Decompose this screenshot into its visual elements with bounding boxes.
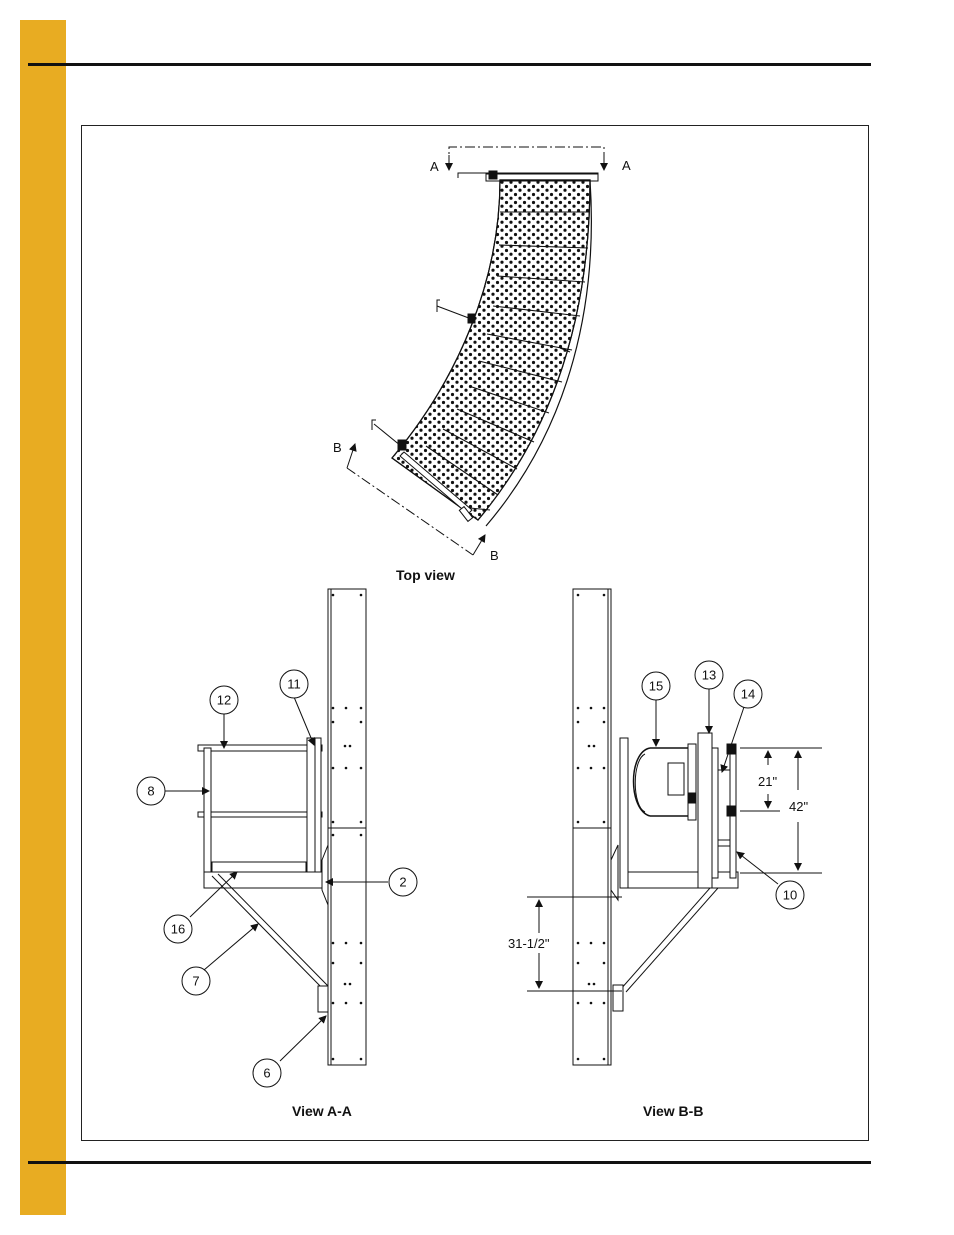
- callout-10-circle: [775, 880, 805, 910]
- callout-12: 12: [217, 693, 231, 708]
- view-bb-labels: 15 13 14 10 21" 42" 31-1/2" View B-B: [508, 668, 808, 1120]
- platform-railing-aa: [197, 737, 329, 906]
- section-line-b: [346, 443, 486, 556]
- view-aa: [136, 588, 418, 1088]
- diagonal-brace-bb: [612, 887, 719, 1012]
- callout-8-circle: [136, 776, 166, 806]
- callout-15: 15: [649, 679, 663, 694]
- callout-7: 7: [192, 974, 199, 989]
- side-accent-bar: [20, 20, 66, 1215]
- sheet-column-aa: [327, 588, 367, 1066]
- callout-16: 16: [171, 922, 185, 937]
- section-label-b-bottom: B: [490, 548, 499, 563]
- view-aa-labels: 12 11 8 2 16 7 6 View A-A: [147, 677, 406, 1120]
- curved-stair-treads: [371, 179, 592, 527]
- section-line-a: [445, 146, 608, 171]
- callout-8: 8: [147, 784, 154, 799]
- callout-13-circle: [694, 660, 724, 690]
- dimension-42in: 42": [789, 799, 808, 814]
- caption-top-view: Top view: [396, 567, 455, 583]
- callout-7-circle: [181, 966, 211, 996]
- callout-10: 10: [783, 888, 797, 903]
- header-rule: [28, 63, 871, 66]
- callout-14-circle: [733, 679, 763, 709]
- sheet-column-bb: [572, 588, 612, 1066]
- callout-11: 11: [287, 677, 301, 692]
- section-label-a-left: A: [430, 159, 439, 174]
- diagonal-brace-aa: [211, 873, 329, 1013]
- callout-13: 13: [702, 668, 716, 683]
- caption-view-aa: View A-A: [292, 1103, 352, 1119]
- top-view: A A: [333, 146, 631, 583]
- dimension-21in: 21": [758, 774, 777, 789]
- callout-16-circle: [163, 914, 193, 944]
- callout-6-circle: [252, 1058, 282, 1088]
- dimension-lines-bb: [527, 747, 822, 992]
- callout-2: 2: [399, 875, 406, 890]
- callout-11-circle: [279, 669, 309, 699]
- section-label-a-right: A: [622, 158, 631, 173]
- callout-2-circle: [388, 867, 418, 897]
- section-label-b-top: B: [333, 440, 342, 455]
- drawing-frame: [81, 125, 869, 1141]
- caption-view-bb: View B-B: [643, 1103, 703, 1119]
- dimension-31-half-in: 31-1/2": [508, 936, 550, 951]
- callout-6: 6: [263, 1066, 270, 1081]
- callout-12-circle: [209, 685, 239, 715]
- platform-gate-bb: [610, 732, 739, 902]
- callout-14: 14: [741, 687, 755, 702]
- footer-rule: [28, 1161, 871, 1164]
- view-bb: [527, 588, 822, 1066]
- callout-15-circle: [641, 671, 671, 701]
